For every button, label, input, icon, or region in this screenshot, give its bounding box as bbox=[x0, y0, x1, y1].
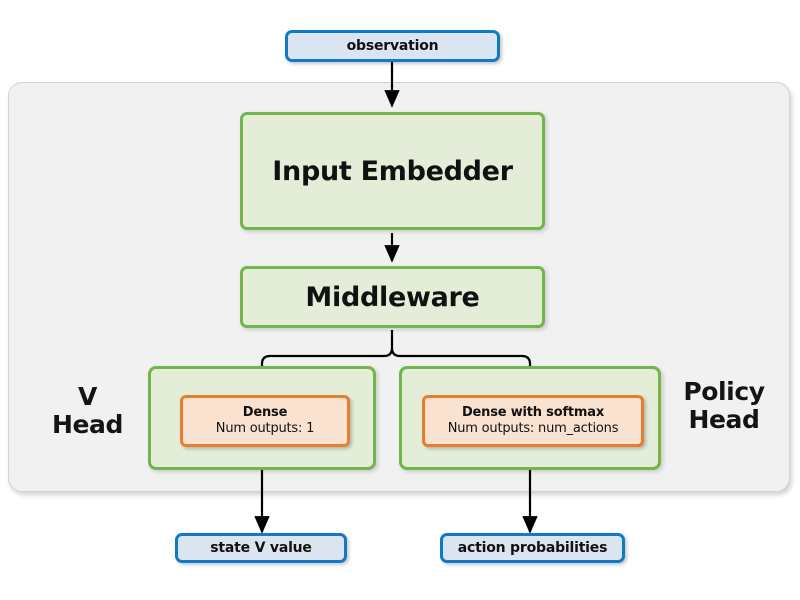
node-state-v-value-label: state V value bbox=[210, 540, 312, 556]
node-v-head-dense[interactable]: Dense Num outputs: 1 bbox=[180, 395, 350, 447]
node-middleware[interactable]: Middleware bbox=[240, 266, 545, 328]
node-v-head-dense-title: Dense bbox=[242, 404, 288, 420]
label-policy-head-line1: Policy bbox=[683, 377, 765, 406]
node-policy-head-dense-title: Dense with softmax bbox=[461, 404, 605, 420]
node-action-probabilities[interactable]: action probabilities bbox=[440, 533, 625, 563]
node-input-embedder[interactable]: Input Embedder bbox=[240, 112, 545, 230]
label-v-head-line1: V bbox=[78, 382, 97, 411]
node-state-v-value[interactable]: state V value bbox=[175, 533, 347, 563]
group-policy-head[interactable]: Dense with softmax Num outputs: num_acti… bbox=[399, 366, 661, 470]
label-v-head: V Head bbox=[35, 383, 140, 439]
label-policy-head: Policy Head bbox=[668, 378, 780, 434]
node-observation-label: observation bbox=[346, 38, 439, 54]
node-policy-head-dense[interactable]: Dense with softmax Num outputs: num_acti… bbox=[422, 395, 644, 447]
node-input-embedder-label: Input Embedder bbox=[272, 155, 513, 187]
label-v-head-line2: Head bbox=[51, 410, 124, 439]
node-v-head-dense-subtitle: Num outputs: 1 bbox=[215, 421, 315, 436]
node-action-probabilities-label: action probabilities bbox=[457, 540, 608, 556]
node-observation[interactable]: observation bbox=[285, 30, 500, 62]
group-v-head[interactable]: Dense Num outputs: 1 bbox=[148, 366, 376, 470]
label-policy-head-line2: Head bbox=[688, 405, 760, 434]
node-middleware-label: Middleware bbox=[305, 281, 480, 313]
node-policy-head-dense-subtitle: Num outputs: num_actions bbox=[447, 421, 619, 436]
